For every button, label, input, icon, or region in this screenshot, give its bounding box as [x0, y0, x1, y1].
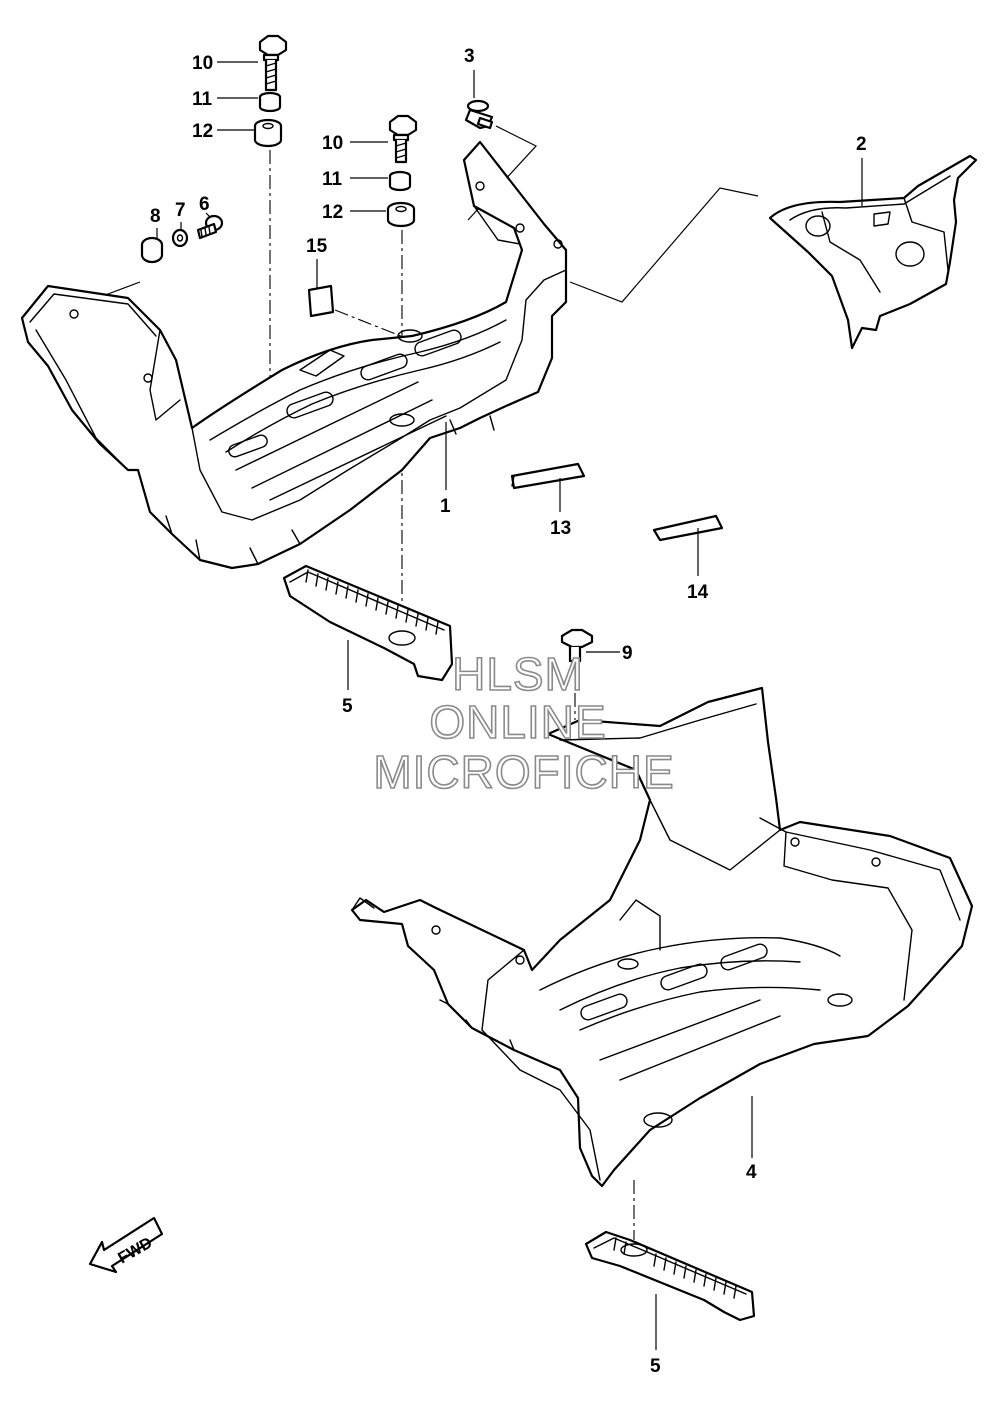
bolt-10-left[interactable]	[258, 34, 288, 92]
watermark-line-1: HLSM	[452, 648, 584, 700]
callout-5-lower: 5	[650, 1356, 661, 1377]
watermark-line-2: ONLINE	[429, 696, 606, 748]
clip-3[interactable]	[464, 99, 494, 130]
bolt-10-center[interactable]	[388, 114, 418, 164]
fwd-direction-arrow: FWD	[88, 1216, 164, 1274]
washer-7[interactable]	[171, 228, 189, 248]
plate-15[interactable]	[307, 284, 335, 318]
callout-14: 14	[687, 582, 709, 603]
callout-2: 2	[856, 134, 867, 155]
callout-6: 6	[199, 194, 210, 215]
callout-12-left: 12	[192, 121, 213, 142]
pad-13[interactable]	[510, 462, 586, 490]
callout-7: 7	[175, 200, 186, 221]
callout-5-upper: 5	[342, 696, 353, 717]
collar-11-center[interactable]	[388, 170, 412, 192]
watermark-line-3: MICROFICHE	[373, 746, 674, 798]
callout-11-left: 11	[192, 89, 213, 110]
pad-14[interactable]	[652, 514, 724, 542]
collar-11-left[interactable]	[258, 91, 282, 113]
callout-11-center: 11	[322, 169, 343, 190]
cover-2[interactable]	[768, 154, 978, 350]
grommet-12-center[interactable]	[386, 201, 416, 228]
step-rubber-5-lower[interactable]	[584, 1230, 756, 1322]
callout-13: 13	[550, 518, 571, 539]
callout-12-center: 12	[322, 202, 343, 223]
callout-4: 4	[746, 1162, 757, 1183]
callout-9: 9	[622, 643, 633, 664]
callout-3: 3	[464, 46, 475, 67]
callout-10-left: 10	[192, 53, 213, 74]
bolt-9[interactable]	[560, 628, 594, 663]
callout-15: 15	[306, 236, 328, 257]
footrest-4[interactable]	[350, 686, 974, 1188]
step-rubber-5-upper[interactable]	[282, 564, 454, 682]
footrest-1[interactable]	[20, 140, 568, 570]
grommet-12-left[interactable]	[253, 118, 283, 148]
screw-6[interactable]	[196, 214, 224, 240]
callout-1: 1	[440, 496, 451, 517]
watermark: HLSM ONLINE MICROFICHE	[373, 647, 675, 799]
nut-8[interactable]	[140, 236, 164, 264]
callout-8: 8	[150, 206, 161, 227]
callout-10-center: 10	[322, 133, 343, 154]
